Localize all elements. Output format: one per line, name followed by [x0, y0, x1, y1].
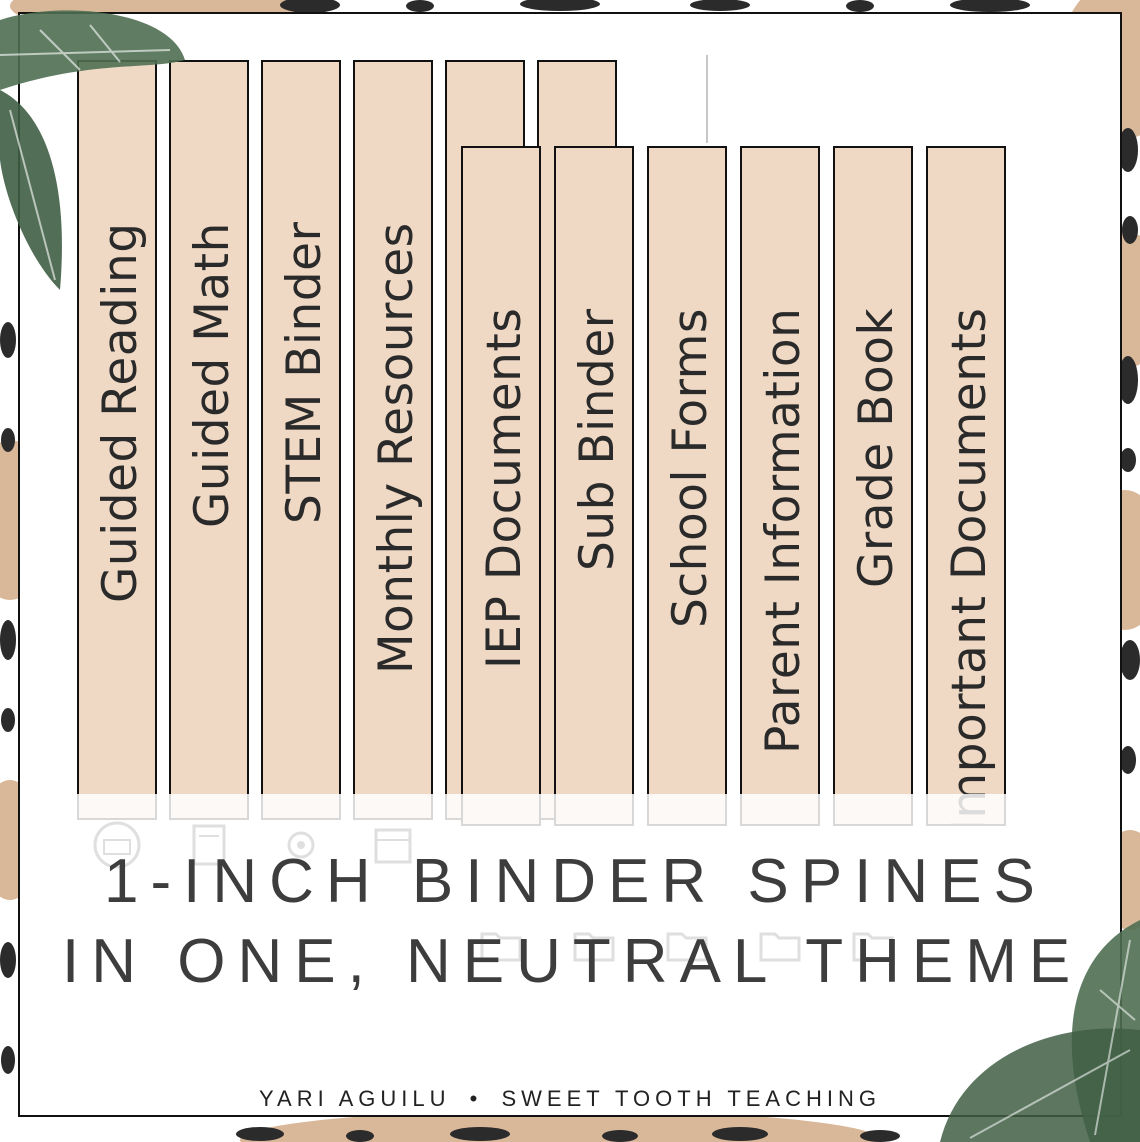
folder-icon	[666, 932, 708, 962]
spine-label: School Forms	[663, 308, 718, 628]
spine-label: Parent Information	[756, 307, 811, 754]
calendar-icon	[374, 828, 412, 864]
spine-label: IEP Documents	[477, 307, 532, 669]
binder-spine: Guided Reading	[77, 60, 157, 820]
calculator-icon	[192, 824, 226, 866]
headline-line-2: IN ONE, NEUTRAL THEME	[62, 927, 1083, 996]
folder-icon	[573, 932, 615, 962]
binder-spine: Important Documents	[926, 146, 1006, 826]
spine-label: Grade Book	[849, 307, 904, 588]
palm-leaf-icon	[940, 920, 1140, 1142]
gear-icon	[287, 831, 315, 859]
binder-spine: IEP Documents	[461, 146, 541, 826]
binder-spine: School Forms	[647, 146, 727, 826]
title-banner	[76, 794, 1100, 1014]
binder-spine: Guided Math	[169, 60, 249, 820]
palm-leaf-icon	[0, 10, 185, 290]
binder-spine: Parent Information	[740, 146, 820, 826]
spine-label: STEM Binder	[277, 221, 332, 524]
folder-icon	[852, 932, 894, 962]
binder-spine: Grade Book	[833, 146, 913, 826]
spine-label: Sub Binder	[570, 308, 625, 571]
author-name: YARI AGUILU	[258, 1086, 451, 1111]
binder-spine: Sub Binder	[554, 146, 634, 826]
folder-icon	[759, 932, 801, 962]
spine-label: Guided Math	[185, 222, 240, 528]
binder-spine: STEM Binder	[261, 60, 341, 820]
spine-label: Monthly Resources	[369, 222, 424, 674]
separator-dot: •	[469, 1086, 483, 1111]
binder-spine: Monthly Resources	[353, 60, 433, 820]
divider-line	[706, 55, 708, 143]
folder-icon	[480, 932, 522, 962]
footer-credit: YARI AGUILU • SWEET TOOTH TEACHING	[0, 1086, 1140, 1112]
brand-name: SWEET TOOTH TEACHING	[501, 1086, 881, 1111]
headline-line-1: 1-INCH BINDER SPINES	[104, 847, 1047, 916]
spine-label: Important Documents	[942, 307, 997, 826]
reading-icon	[93, 821, 141, 869]
